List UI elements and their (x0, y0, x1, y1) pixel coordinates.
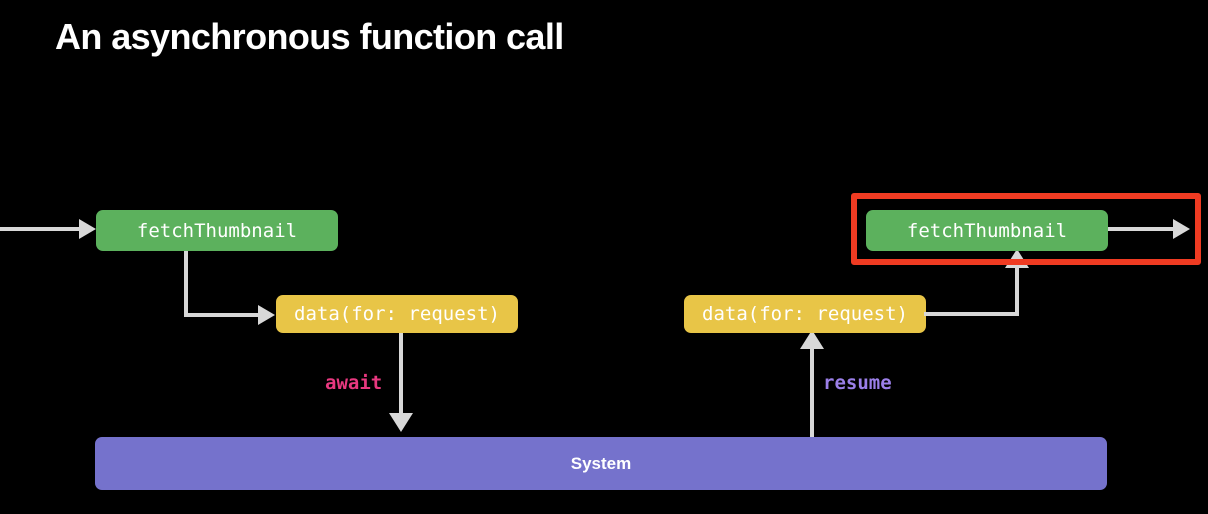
edge-exit-arrowhead (1173, 219, 1190, 239)
edge-await-arrowhead (389, 413, 413, 432)
edge-return-vertical (1015, 265, 1019, 314)
edge-return-horizontal (924, 312, 1019, 316)
edge-label-await: await (325, 372, 383, 394)
node-fetch-thumbnail-right[interactable]: fetchThumbnail (866, 210, 1108, 251)
edge-return-arrowhead (1005, 249, 1029, 268)
edge-entry-arrowhead (79, 219, 96, 239)
node-system-bar[interactable]: System (95, 437, 1107, 490)
edge-entry-line (0, 227, 80, 231)
node-data-for-request-right[interactable]: data(for: request) (684, 295, 926, 333)
page-title: An asynchronous function call (55, 16, 564, 57)
edge-call-data-horizontal (184, 313, 260, 317)
edge-label-resume: resume (823, 372, 892, 394)
node-data-for-request-left[interactable]: data(for: request) (276, 295, 518, 333)
edge-call-data-arrowhead (258, 305, 275, 325)
edge-exit-line (1108, 227, 1176, 231)
node-fetch-thumbnail-left[interactable]: fetchThumbnail (96, 210, 338, 251)
edge-resume-line (810, 345, 814, 438)
edge-await-line (399, 333, 403, 418)
edge-call-data-vertical (184, 251, 188, 315)
edge-resume-arrowhead (800, 330, 824, 349)
